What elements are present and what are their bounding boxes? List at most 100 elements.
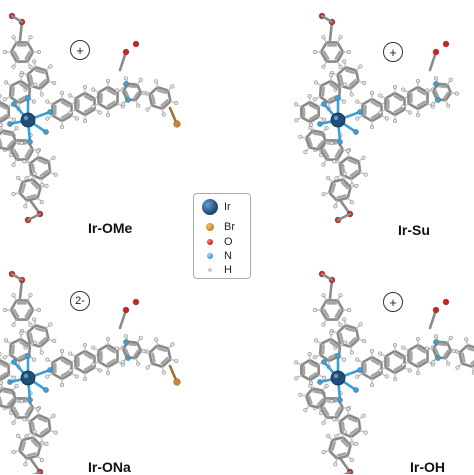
hydrogen-atom: [54, 173, 58, 177]
hydrogen-atom: [370, 383, 374, 387]
nitrogen-atom: [357, 367, 362, 372]
hydrogen-atom: [0, 381, 3, 385]
hydrogen-atom: [139, 78, 143, 82]
hydrogen-atom: [370, 125, 374, 129]
legend-item-ir: Ir: [202, 199, 231, 215]
hydrogen-atom: [342, 358, 346, 362]
bond: [359, 419, 360, 430]
hydrogen-atom: [325, 384, 329, 388]
legend-item-h: H: [208, 264, 232, 276]
hydrogen-atom: [370, 349, 374, 353]
iridium-highlight: [334, 374, 338, 378]
bond: [329, 451, 337, 459]
hydrogen-atom: [434, 335, 438, 339]
bond: [149, 87, 157, 94]
nitrogen-atom: [335, 353, 340, 358]
hydrogen-atom: [174, 101, 178, 105]
hydrogen-atom: [36, 407, 40, 411]
nitrogen-atom: [321, 359, 326, 364]
charge-badge-ir-oh: +: [383, 292, 403, 312]
hydrogen-atom: [9, 153, 13, 157]
hydrogen-atom: [339, 293, 343, 297]
bond: [31, 76, 33, 84]
hydrogen-atom: [456, 366, 460, 370]
hydrogen-atom: [45, 442, 49, 446]
hydrogen-atom: [12, 118, 16, 122]
hydrogen-atom: [449, 336, 453, 340]
bond: [322, 16, 332, 22]
hydrogen-atom: [355, 442, 359, 446]
molecule-ome: [0, 13, 180, 223]
nitrogen-atom: [27, 397, 32, 402]
hydrogen-atom: [295, 377, 299, 381]
hydrogen-atom: [304, 408, 308, 412]
hydrogen-atom: [344, 341, 348, 345]
bond: [340, 422, 341, 433]
hydrogen-atom: [322, 65, 326, 69]
hydrogen-atom: [401, 88, 405, 92]
hydrogen-atom: [446, 104, 450, 108]
legend-label-br: Br: [224, 221, 235, 233]
bond: [301, 117, 310, 122]
hydrogen-atom: [60, 125, 64, 129]
hydrogen-atom: [40, 200, 44, 204]
bond: [338, 454, 345, 456]
bond: [320, 86, 321, 97]
hydrogen-atom: [91, 346, 95, 350]
nitrogen-atom: [433, 81, 438, 86]
hydrogen-atom: [449, 78, 453, 82]
bond: [301, 102, 310, 107]
hydrogen-atom: [37, 50, 41, 54]
bond: [28, 300, 34, 310]
bond: [439, 344, 445, 345]
nitrogen-atom: [25, 353, 30, 358]
hydrogen-atom: [416, 113, 420, 117]
bond: [52, 357, 62, 363]
hydrogen-atom: [322, 118, 326, 122]
hydrogen-atom: [68, 352, 72, 356]
bond: [322, 274, 332, 280]
bond: [362, 116, 372, 121]
hydrogen-atom: [12, 35, 16, 39]
hydrogen-atom: [37, 308, 41, 312]
bond: [408, 87, 418, 93]
bond: [153, 96, 155, 104]
bond: [408, 104, 418, 109]
nitrogen-atom: [47, 367, 52, 372]
bond: [323, 346, 324, 354]
hydrogen-atom: [52, 414, 56, 418]
charge-badge-ir-su: +: [383, 42, 403, 62]
bond: [13, 346, 14, 354]
iridium-highlight: [24, 116, 28, 120]
hydrogen-atom: [294, 361, 298, 365]
hydrogen-atom: [3, 50, 7, 54]
hydrogen-atom: [45, 100, 49, 104]
hydrogen-atom: [40, 93, 44, 97]
hydrogen-atom: [322, 192, 326, 196]
bond: [329, 193, 337, 201]
bond: [52, 374, 62, 379]
bond: [346, 328, 353, 330]
hydrogen-atom: [46, 375, 50, 379]
hydrogen-atom: [333, 418, 337, 422]
nitrogen-atom: [337, 139, 342, 144]
hydrogen-atom: [12, 163, 16, 167]
bond: [314, 391, 321, 392]
hydrogen-atom: [83, 85, 87, 89]
bond: [321, 300, 327, 310]
bond: [75, 110, 85, 115]
legend-item-o: O: [207, 236, 233, 248]
hydrogen-atom: [121, 102, 125, 106]
hydrogen-atom: [322, 421, 326, 425]
hydrogen-atom: [309, 123, 313, 127]
hydrogen-atom: [91, 88, 95, 92]
hydrogen-atom: [322, 163, 326, 167]
hydrogen-atom: [393, 377, 397, 381]
hydrogen-atom: [343, 430, 347, 434]
bond: [128, 84, 137, 85]
bond: [0, 139, 1, 146]
hydrogen-atom: [347, 308, 351, 312]
nitrogen-atom: [123, 81, 128, 86]
hydrogen-atom: [9, 411, 13, 415]
bond: [301, 360, 310, 365]
